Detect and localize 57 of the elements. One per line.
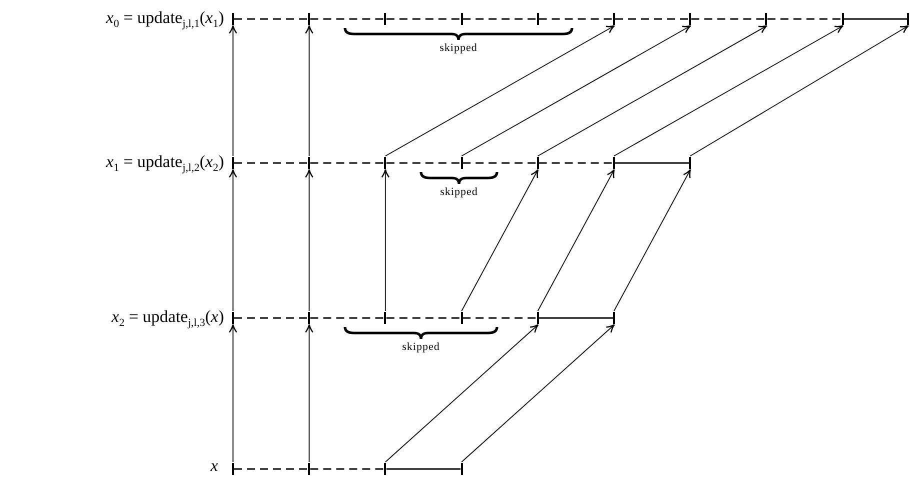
- tick-mark: [536, 157, 539, 169]
- timeline-segment: [462, 317, 537, 319]
- tick-mark: [384, 13, 386, 25]
- timeline-segment: [462, 162, 537, 164]
- timeline-segment: [310, 162, 384, 164]
- row-label: x$_{1}$ = update$_{j,l,2}$(x$_{2}$): [106, 151, 224, 173]
- timeline-segment: [538, 162, 613, 164]
- tick-mark: [689, 13, 692, 25]
- tick-mark: [384, 157, 386, 169]
- timeline-segment: [234, 18, 308, 20]
- row-label: x: [210, 455, 218, 477]
- timeline-segment: [234, 162, 308, 164]
- brace-label: skipped: [402, 341, 440, 353]
- timeline-segment: [615, 18, 690, 20]
- tick-mark: [907, 13, 909, 25]
- timeline-segment: [615, 162, 690, 164]
- tick-mark: [460, 13, 463, 25]
- tick-mark: [536, 13, 539, 25]
- brace-label: skipped: [440, 186, 478, 198]
- tick-mark: [613, 312, 615, 324]
- tick-mark: [308, 157, 310, 169]
- tick-mark: [460, 157, 463, 169]
- tick-mark: [842, 13, 844, 25]
- timeline-segment: [767, 18, 842, 20]
- row-label: x$_{2}$ = update$_{j,l,3}$(x): [112, 306, 224, 328]
- timeline-segment: [691, 18, 766, 20]
- tick-mark: [384, 463, 386, 475]
- tick-mark: [384, 312, 386, 324]
- tick-mark: [232, 312, 234, 324]
- tick-mark: [308, 13, 310, 25]
- tick-mark: [232, 463, 234, 475]
- timeline-segment: [386, 162, 461, 164]
- timeline-segment: [234, 317, 308, 319]
- tick-mark: [460, 463, 463, 475]
- timeline-segment: [234, 468, 308, 470]
- timeline-segment: [844, 18, 907, 20]
- timeline-segment: [310, 468, 384, 470]
- timeline-segment: [538, 18, 613, 20]
- tick-mark: [308, 312, 310, 324]
- timeline-segment: [462, 18, 537, 20]
- tick-mark: [765, 13, 768, 25]
- tick-mark: [232, 13, 234, 25]
- timeline-segment: [386, 317, 461, 319]
- tick-mark: [308, 463, 310, 475]
- timeline-segment: [310, 18, 384, 20]
- tick-mark: [460, 312, 463, 324]
- row-label: x$_{0}$ = update$_{j,l,1}$(x$_{1}$): [106, 7, 224, 29]
- timeline-segment: [310, 317, 384, 319]
- brace-label: skipped: [440, 42, 478, 54]
- timeline-segment: [538, 317, 613, 319]
- tick-mark: [536, 312, 539, 324]
- tick-mark: [232, 157, 234, 169]
- tick-mark: [613, 13, 615, 25]
- timeline-segment: [386, 468, 461, 470]
- timeline-segment: [386, 18, 461, 20]
- tick-mark: [613, 157, 615, 169]
- tick-mark: [689, 157, 692, 169]
